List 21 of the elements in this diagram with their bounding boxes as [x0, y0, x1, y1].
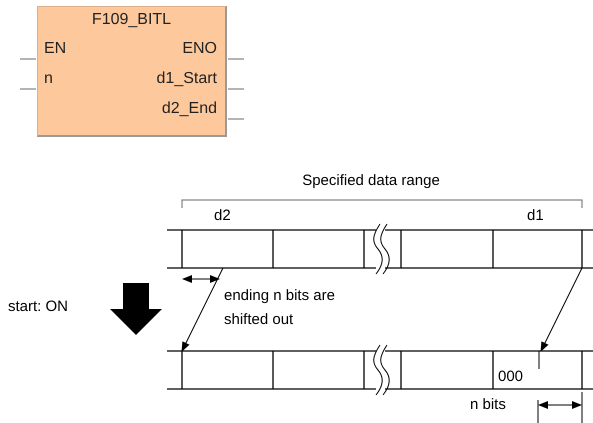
- note: ending n bits are shifted out: [224, 286, 336, 330]
- shift-arrow: [182, 268, 224, 352]
- pin-label: n: [44, 70, 53, 88]
- pin-label: EN: [44, 40, 66, 58]
- shift-arrow: [540, 268, 582, 352]
- pin-label: d2_End: [162, 100, 217, 118]
- section-title: Specified data range: [301, 172, 441, 189]
- pin-line: [228, 88, 244, 90]
- register-label: d2: [214, 207, 231, 224]
- cell-value: 000: [498, 368, 524, 385]
- pin-line: [20, 88, 36, 90]
- pin-label: d1_Start: [156, 70, 217, 88]
- dimension-label: n bits: [470, 396, 506, 413]
- block-title: F109_BITL: [90, 11, 172, 29]
- pin-label: ENO: [182, 40, 217, 58]
- condition-label: start: ON: [8, 298, 68, 315]
- pin-line: [228, 118, 244, 120]
- pin-line: [228, 58, 244, 60]
- register-label: d1: [527, 207, 544, 224]
- pin-line: [20, 58, 36, 60]
- function-block: [37, 6, 227, 137]
